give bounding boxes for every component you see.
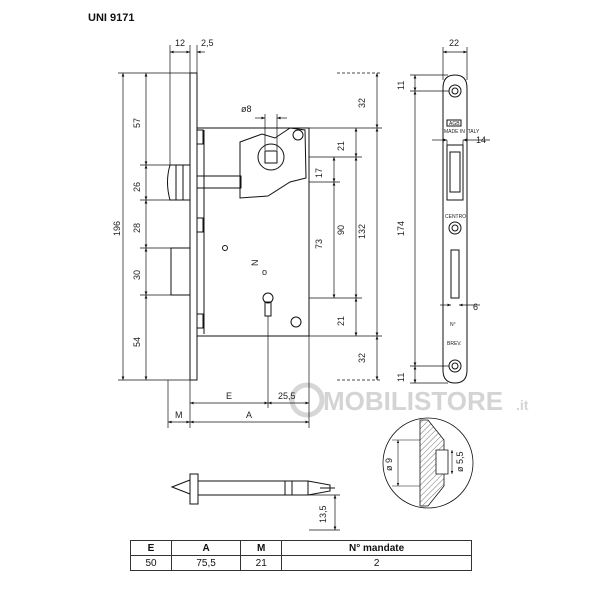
table-header-M: M <box>240 540 283 556</box>
latch-dimension <box>309 494 340 531</box>
dim-32-bottom: 32 <box>357 353 367 363</box>
dim-M: M <box>175 410 183 420</box>
dim-54: 54 <box>132 337 142 347</box>
plate-brev: BREV. <box>447 341 462 347</box>
dim-21-top: 21 <box>336 141 346 151</box>
dim-22: 22 <box>449 38 459 48</box>
dim-6: 6 <box>473 302 478 312</box>
table-cell-A: 75,5 <box>170 555 242 571</box>
dim-17: 17 <box>314 168 324 178</box>
dim-diam9: ø 9 <box>384 458 394 471</box>
dim-11-top: 11 <box>396 81 406 90</box>
watermark-text: MOBILISTORE <box>323 386 503 416</box>
plate-centro: CENTRO <box>445 214 466 220</box>
dim-21-bottom: 21 <box>336 316 346 326</box>
table-cell-mandate: 2 <box>281 555 472 571</box>
drawing-title: UNI 9171 <box>88 12 135 24</box>
dim-diam8: ø8 <box>241 104 252 114</box>
dim-90: 90 <box>336 225 346 235</box>
dim-diam5-5: ø 5,5 <box>455 451 465 472</box>
dim-73: 73 <box>314 239 324 249</box>
faceplate-front <box>442 74 468 384</box>
bottom-dimensions <box>167 316 310 428</box>
dim-30: 30 <box>132 270 142 280</box>
table-row: 50 75,5 21 2 <box>130 555 472 571</box>
plate-made: MADE IN ITALY <box>444 129 480 135</box>
dim-12: 12 <box>175 38 185 48</box>
bolt-mark-circle: o <box>262 267 267 277</box>
dim-28: 28 <box>132 223 142 233</box>
detail-view <box>382 417 474 509</box>
dim-32-top: 32 <box>357 98 367 108</box>
table-header-mandate: N° mandate <box>281 540 472 556</box>
plate-agb: AGB <box>449 121 460 127</box>
bolt-mark-N: N <box>250 260 260 267</box>
table-header-A: A <box>170 540 242 556</box>
table-cell-E: 50 <box>130 555 172 571</box>
spec-table: E A M N° mandate 50 75,5 21 2 <box>130 540 472 571</box>
dim-13-5: 13,5 <box>318 505 328 523</box>
dim-132: 132 <box>357 224 367 239</box>
left-dimensions <box>118 45 205 381</box>
dim-11-bottom: 11 <box>396 373 406 382</box>
faceplate-dimensions <box>410 47 490 384</box>
dim-57: 57 <box>132 118 142 128</box>
dim-A: A <box>246 410 252 420</box>
dim-196: 196 <box>112 221 122 236</box>
right-dimensions <box>309 72 382 381</box>
watermark: MOBILISTORE .it <box>289 382 529 418</box>
watermark-suffix: .it <box>516 397 529 413</box>
latch-side-view <box>170 473 335 505</box>
diam8-dimension <box>255 114 287 150</box>
dim-E: E <box>226 391 232 401</box>
dim-174: 174 <box>396 221 406 236</box>
dim-2-5: 2,5 <box>201 38 214 48</box>
dim-14: 14 <box>476 135 486 145</box>
dim-26: 26 <box>132 182 142 192</box>
table-header-E: E <box>130 540 172 556</box>
plate-n: N° <box>450 322 456 328</box>
table-header-row: E A M N° mandate <box>130 540 472 556</box>
table-cell-M: 21 <box>240 555 283 571</box>
dim-25-5: 25,5 <box>278 391 296 401</box>
lock-body <box>167 72 310 381</box>
